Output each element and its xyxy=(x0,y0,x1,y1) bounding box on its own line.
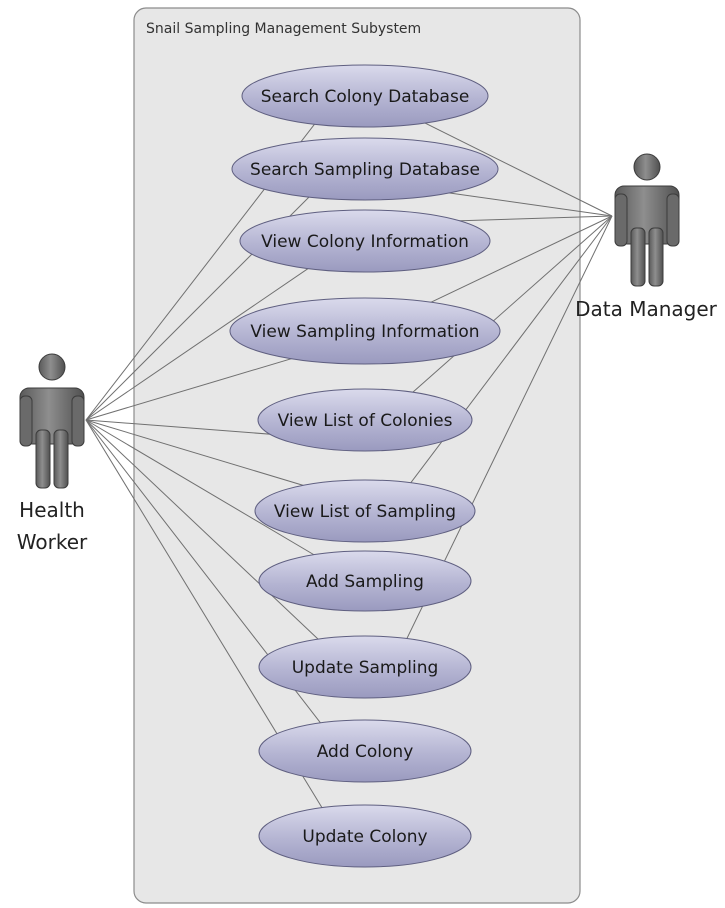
system-title: Snail Sampling Management Subystem xyxy=(146,21,421,37)
use-case-label: View Colony Information xyxy=(261,232,469,252)
use-case-ellipse[interactable] xyxy=(258,804,472,868)
health-worker-label-line1: Health xyxy=(19,498,85,522)
use-case-update-sampling[interactable]: Update Sampling xyxy=(258,635,472,699)
use-case-search-colony-database[interactable]: Search Colony Database xyxy=(241,64,489,128)
use-case-label: Update Sampling xyxy=(292,658,439,678)
use-case-view-colony-information[interactable]: View Colony Information xyxy=(239,209,491,273)
use-case-label: View List of Colonies xyxy=(278,411,453,431)
use-case-ellipse[interactable] xyxy=(258,550,472,612)
use-case-add-colony[interactable]: Add Colony xyxy=(258,719,472,783)
use-case-label: Add Sampling xyxy=(306,572,424,592)
use-case-add-sampling[interactable]: Add Sampling xyxy=(258,550,472,612)
use-case-label: View List of Sampling xyxy=(274,502,456,522)
association-data-manager-view-list-of-colonies xyxy=(402,215,613,402)
data-manager-label: Data Manager xyxy=(575,297,718,321)
association-health-worker-view-sampling-information xyxy=(85,350,318,421)
use-case-update-colony[interactable]: Update Colony xyxy=(258,804,472,868)
association-health-worker-view-list-of-sampling xyxy=(85,419,327,493)
data-manager-figure-icon xyxy=(614,153,680,287)
use-case-ellipse[interactable] xyxy=(241,64,489,128)
association-data-manager-search-colony-database xyxy=(407,114,613,217)
health-worker-label-line2: Worker xyxy=(17,530,88,554)
use-case-ellipse[interactable] xyxy=(258,635,472,699)
use-case-label: Add Colony xyxy=(317,742,414,762)
use-case-ellipse[interactable] xyxy=(254,479,476,543)
use-case-view-list-of-sampling[interactable]: View List of Sampling xyxy=(254,479,476,543)
use-case-ellipse[interactable] xyxy=(231,137,499,201)
association-data-manager-view-list-of-sampling xyxy=(403,215,613,493)
association-health-worker-add-sampling xyxy=(85,419,329,564)
association-lines xyxy=(85,114,613,818)
use-case-ellipse[interactable] xyxy=(239,209,491,273)
use-case-label: View Sampling Information xyxy=(250,322,479,342)
use-case-ellipse[interactable] xyxy=(258,719,472,783)
health-worker-figure-icon xyxy=(19,353,85,489)
use-case-label: Search Colony Database xyxy=(261,87,470,107)
use-case-ellipse[interactable] xyxy=(229,297,501,365)
use-case-view-sampling-information[interactable]: View Sampling Information xyxy=(229,297,501,365)
use-case-view-list-of-colonies[interactable]: View List of Colonies xyxy=(257,388,473,452)
use-case-label: Update Colony xyxy=(302,827,427,847)
use-case-search-sampling-database[interactable]: Search Sampling Database xyxy=(231,137,499,201)
use-case-label: Search Sampling Database xyxy=(250,160,480,180)
association-health-worker-update-sampling xyxy=(85,419,329,649)
association-health-worker-view-colony-information xyxy=(85,259,322,421)
association-data-manager-view-sampling-information xyxy=(412,215,613,312)
actor-health-worker[interactable]: Health Worker xyxy=(17,353,88,554)
actor-data-manager[interactable]: Data Manager xyxy=(575,153,718,321)
use-case-ellipse[interactable] xyxy=(257,388,473,452)
